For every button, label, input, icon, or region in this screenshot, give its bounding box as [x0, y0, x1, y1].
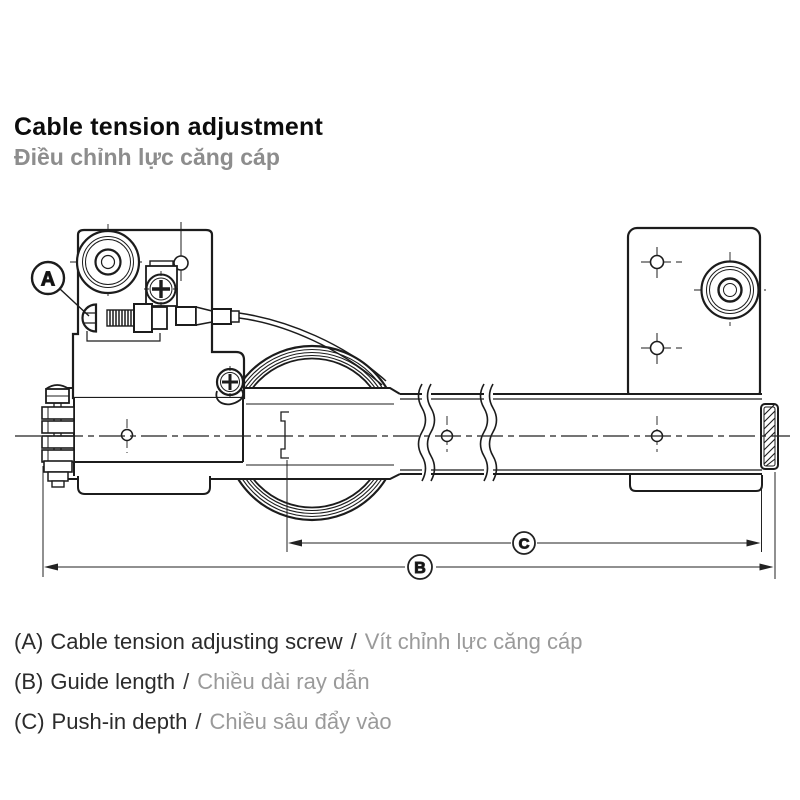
page-title-vietnamese: Điều chỉnh lực căng cáp [14, 144, 280, 170]
legend-a-label: (A) [14, 629, 44, 654]
right-pulley [694, 252, 766, 328]
legend-a-vietnamese: Vít chỉnh lực căng cáp [364, 629, 583, 654]
legend-separator: / [183, 669, 190, 694]
title-block: Cable tension adjustment Điều chỉnh lực … [14, 112, 323, 172]
technical-diagram: C B A [15, 222, 790, 580]
legend-separator: / [350, 629, 357, 654]
dimensions: C B [42, 460, 776, 580]
clamp-screw [144, 260, 178, 307]
cable-anchor [175, 305, 240, 326]
break-lines [417, 383, 498, 482]
right-foot [629, 475, 763, 492]
mounting-bracket [626, 226, 766, 402]
dim-c-label: C [519, 536, 530, 553]
legend-row-a: (A)Cable tension adjusting screw / Vít chỉ… [14, 622, 582, 662]
bracket-hole-top [641, 247, 682, 278]
tensioner-unit [70, 222, 387, 476]
legend-c-label: (C) [14, 709, 45, 734]
legend-c-vietnamese: Chiều sâu đẩy vào [209, 709, 392, 734]
page-title: Cable tension adjustment [14, 113, 324, 141]
legend-separator: / [195, 709, 202, 734]
legend-a-english: Cable tension adjusting screw [50, 629, 343, 654]
thread-hatch [109, 310, 132, 326]
callout-a: A [30, 260, 90, 317]
dim-b-label: B [414, 560, 426, 577]
left-foot [77, 476, 211, 495]
dimension-b: B [44, 554, 774, 580]
dimension-c: C [288, 531, 761, 555]
latch-profile [280, 411, 289, 459]
cable-hook [215, 388, 244, 406]
tension-screw [81, 303, 168, 342]
legend-row-c: (C)Push-in depth / Chiều sâu đẩy vào [14, 702, 582, 742]
corner-screw [215, 366, 245, 398]
legend: (A)Cable tension adjusting screw / Vít chỉ… [14, 622, 582, 742]
adjustment-stack [41, 384, 75, 488]
legend-c-english: Push-in depth [51, 709, 188, 734]
legend-b-label: (B) [14, 669, 44, 694]
body-hole [120, 419, 134, 453]
legend-b-vietnamese: Chiều dài ray dẫn [197, 669, 370, 694]
left-pulley [70, 224, 146, 300]
cable [238, 312, 387, 386]
callout-a-label: A [41, 269, 55, 291]
legend-b-english: Guide length [50, 669, 176, 694]
legend-row-b: (B)Guide length / Chiều dài ray dẫn [14, 662, 582, 702]
bracket-hole-bottom [641, 333, 682, 364]
